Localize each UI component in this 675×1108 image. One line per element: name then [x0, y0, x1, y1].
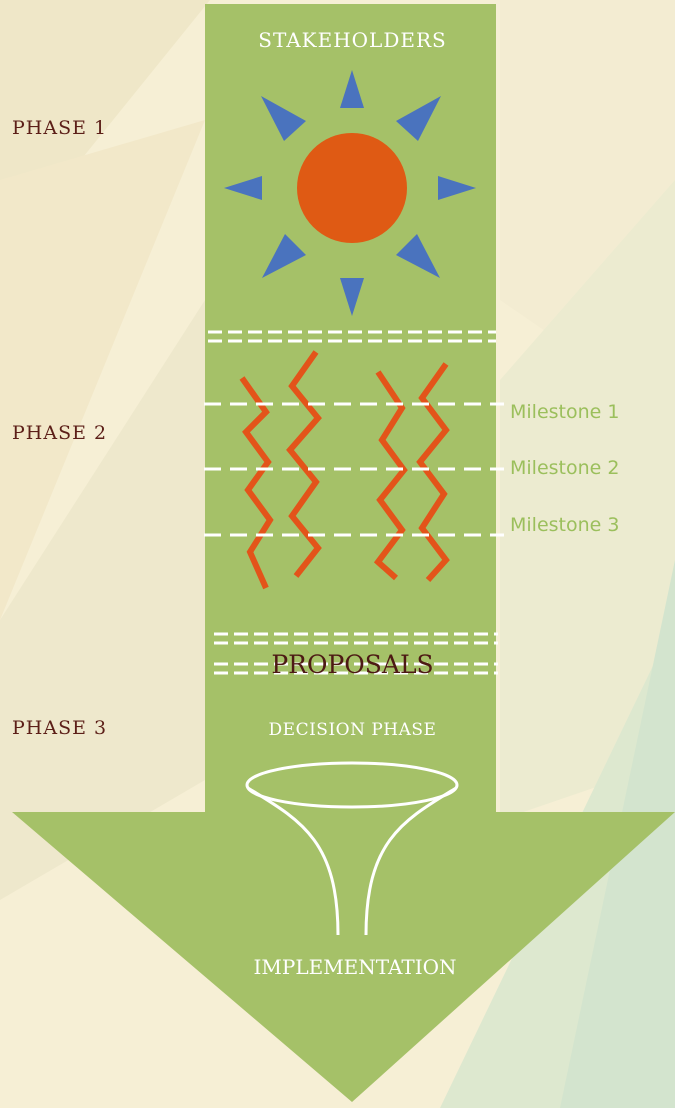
zigzag-line	[286, 350, 322, 578]
milestone-label-3: Milestone 3	[510, 514, 620, 536]
zigzag-line	[239, 376, 274, 590]
phase-label-1: PHASE 1	[12, 117, 108, 139]
milestone-label-2: Milestone 2	[510, 457, 620, 479]
milestone-label-1: Milestone 1	[510, 401, 620, 423]
proposals-label: PROPOSALS	[271, 650, 434, 679]
sun-icon	[224, 70, 476, 316]
phase-label-3: PHASE 3	[12, 717, 108, 739]
separator-proposals-bottom	[214, 662, 498, 675]
implementation-label: IMPLEMENTATION	[253, 955, 457, 979]
separator-proposals-top	[214, 632, 498, 645]
zigzag-line	[373, 370, 408, 581]
process-arrow	[12, 4, 675, 1102]
stakeholders-title: STAKEHOLDERS	[258, 28, 447, 52]
decision-phase-label: DECISION PHASE	[268, 720, 437, 740]
milestone-lines	[204, 402, 504, 537]
phase-label-2: PHASE 2	[12, 422, 108, 444]
separator-phase2-top	[208, 330, 496, 343]
funnel-icon	[245, 761, 459, 936]
